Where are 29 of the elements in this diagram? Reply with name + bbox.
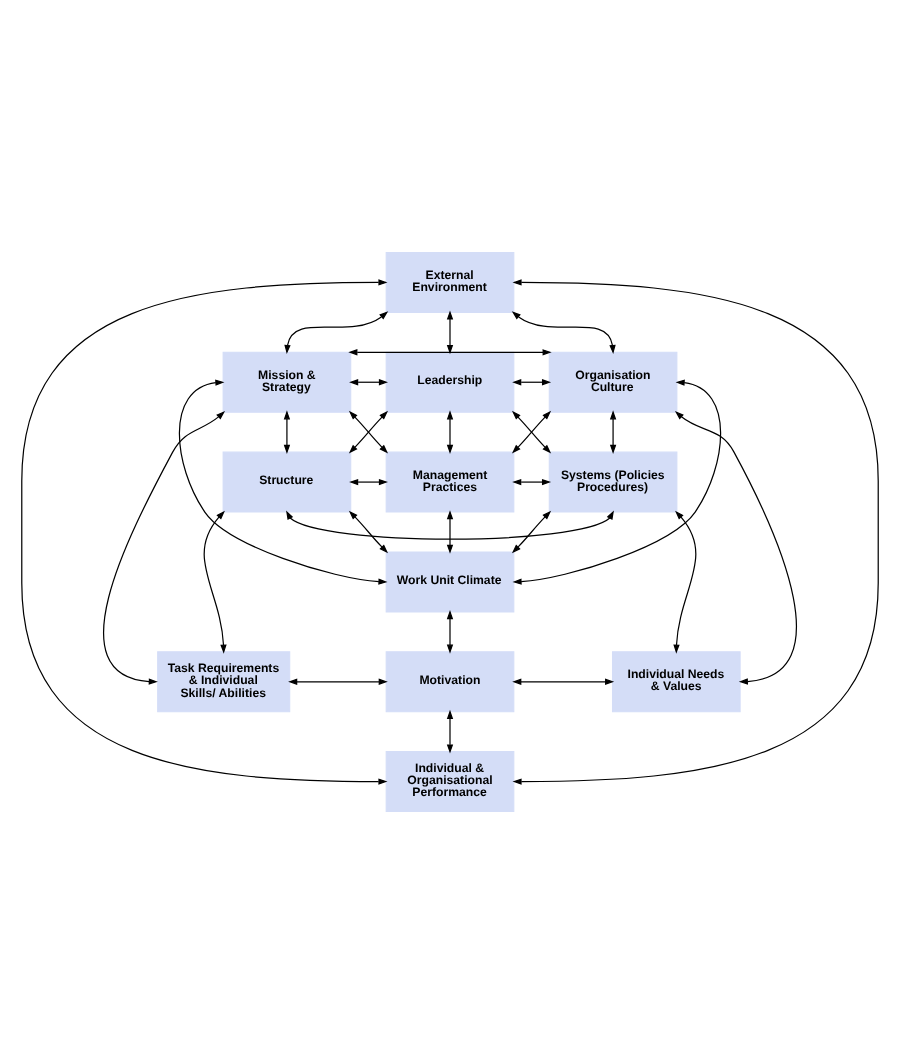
arrow — [512, 677, 615, 684]
arrow — [349, 477, 388, 485]
arrow — [512, 278, 879, 784]
arrow — [178, 378, 388, 584]
arrow — [288, 677, 388, 684]
arrow — [446, 609, 454, 653]
arrow — [446, 708, 454, 753]
arrow — [283, 409, 291, 453]
arrow — [446, 509, 454, 553]
arrow — [512, 378, 552, 385]
arrow — [446, 309, 454, 354]
arrow — [103, 409, 226, 684]
arrow — [512, 378, 722, 584]
arrow — [348, 409, 389, 453]
arrow — [446, 409, 454, 453]
arrow — [21, 278, 388, 784]
arrow — [348, 509, 389, 553]
arrow — [511, 509, 552, 553]
arrow — [512, 477, 552, 485]
arrow — [511, 409, 552, 453]
arrow — [203, 509, 227, 653]
arrow — [286, 509, 614, 539]
arrow — [348, 348, 552, 355]
arrow — [511, 310, 616, 354]
arrow — [673, 509, 697, 653]
arrow — [349, 378, 388, 385]
arrow — [674, 409, 797, 684]
arrow — [609, 409, 617, 453]
arrow — [284, 310, 389, 354]
